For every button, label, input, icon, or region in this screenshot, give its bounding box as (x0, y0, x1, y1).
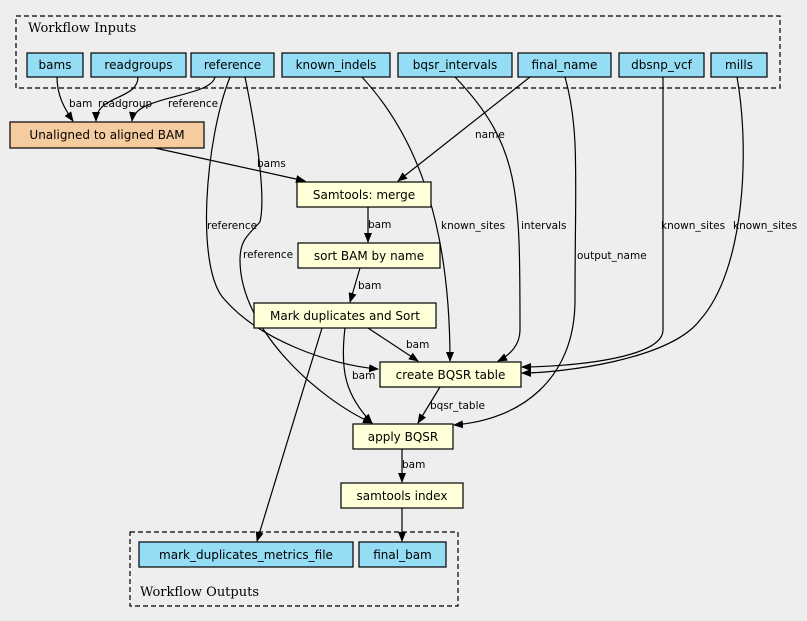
step-node-mark-duplicates-label: Mark duplicates and Sort (270, 309, 420, 323)
output-node-mark-duplicates-metrics-file[interactable]: mark_duplicates_metrics_file (138, 541, 354, 568)
edge-label-dbsnp-to-bqsr: known_sites (661, 220, 725, 232)
step-node-create-bqsr[interactable]: create BQSR table (379, 361, 522, 388)
input-node-dbsnp-vcf[interactable]: dbsnp_vcf (618, 52, 705, 78)
edge-bqsr-to-apply (417, 386, 441, 424)
edge-label-final-name-to-apply: output_name (577, 250, 647, 262)
edge-dbsnp-to-bqsr (521, 77, 664, 371)
input-node-known-indels-label: known_indels (296, 58, 377, 72)
edge-label-reference-to-bqsr: reference (207, 220, 257, 232)
edge-markdup-to-apply (342, 327, 373, 424)
step-node-sort-bam-label: sort BAM by name (314, 249, 424, 263)
output-node-final-bam[interactable]: final_bam (358, 541, 447, 568)
input-node-final-name-label: final_name (532, 58, 598, 72)
edge-label-apply-to-index: bam (402, 459, 425, 471)
edge-readgroups-to-align (92, 76, 139, 122)
workflow-outputs-label: Workflow Outputs (140, 585, 259, 600)
input-node-dbsnp-vcf-label: dbsnp_vcf (631, 58, 692, 72)
edge-reference-to-apply (239, 76, 373, 424)
input-node-reference[interactable]: reference (190, 52, 275, 78)
edge-align-to-merge (154, 147, 306, 183)
input-node-final-name[interactable]: final_name (517, 52, 612, 78)
edge-label-mills-to-bqsr: known_sites (733, 220, 797, 232)
step-node-samtools-merge-label: Samtools: merge (313, 188, 415, 202)
edge-mills-to-bqsr (521, 76, 744, 377)
edge-label-bqsr-to-apply: bqsr_table (430, 400, 485, 412)
edge-reference-to-bqsr (205, 76, 379, 373)
input-node-bams[interactable]: bams (26, 52, 84, 78)
edge-label-bams-to-align: bam (69, 98, 92, 110)
step-node-apply-bqsr[interactable]: apply BQSR (352, 423, 454, 450)
workflow-inputs-label: Workflow Inputs (28, 21, 136, 36)
step-node-unaligned-to-aligned[interactable]: Unaligned to aligned BAM (9, 121, 205, 149)
edge-markdup-to-metrics (255, 327, 323, 542)
edge-label-align-to-merge: bams (257, 158, 286, 170)
edge-label-intervals-to-bqsr: intervals (521, 220, 567, 232)
edge-label-reference-to-apply: reference (243, 249, 293, 261)
input-node-reference-label: reference (204, 58, 261, 72)
step-node-samtools-merge[interactable]: Samtools: merge (296, 181, 432, 208)
output-node-final-bam-label: final_bam (373, 548, 432, 562)
edge-reference-to-align (129, 76, 216, 122)
edge-label-readgroups-to-align: readgroup (98, 98, 152, 110)
output-node-mark-duplicates-metrics-file-label: mark_duplicates_metrics_file (159, 548, 333, 562)
edge-label-final-name-to-merge: name (475, 129, 505, 141)
edge-label-markdup-to-bqsr: bam (406, 339, 429, 351)
edges: bam readgroup reference bams name bam re… (56, 76, 797, 542)
input-node-bqsr-intervals[interactable]: bqsr_intervals (397, 52, 513, 78)
input-node-bams-label: bams (39, 58, 72, 72)
input-node-mills-label: mills (725, 58, 753, 72)
workflow-inputs-cluster: Workflow Inputs (15, 15, 781, 89)
edge-intervals-to-bqsr (454, 76, 521, 362)
edge-markdup-to-bqsr (367, 327, 419, 362)
input-node-known-indels[interactable]: known_indels (281, 52, 391, 78)
input-node-bqsr-intervals-label: bqsr_intervals (413, 58, 497, 72)
step-node-samtools-index[interactable]: samtools index (340, 482, 464, 509)
workflow-outputs-cluster: Workflow Outputs (129, 531, 459, 607)
step-node-samtools-index-label: samtools index (357, 489, 448, 503)
step-node-unaligned-to-aligned-label: Unaligned to aligned BAM (29, 128, 184, 142)
input-node-mills[interactable]: mills (710, 52, 768, 78)
step-node-create-bqsr-label: create BQSR table (396, 368, 506, 382)
edge-label-reference-to-align: reference (168, 98, 218, 110)
input-node-readgroups-label: readgroups (104, 58, 172, 72)
edge-label-known-indels-to-bqsr: known_sites (441, 220, 505, 232)
edge-sort-to-markdup (348, 267, 361, 303)
input-node-readgroups[interactable]: readgroups (90, 52, 187, 78)
edge-final-name-to-merge (397, 76, 531, 182)
edge-label-merge-to-sort: bam (368, 219, 391, 231)
edge-label-sort-to-markdup: bam (358, 280, 381, 292)
edge-label-markdup-to-apply: bam (352, 370, 375, 382)
step-node-apply-bqsr-label: apply BQSR (368, 430, 438, 444)
edge-final-name-to-apply (453, 76, 577, 429)
edge-bams-to-align (56, 76, 74, 122)
step-node-mark-duplicates[interactable]: Mark duplicates and Sort (253, 302, 437, 329)
step-node-sort-bam[interactable]: sort BAM by name (297, 242, 441, 269)
